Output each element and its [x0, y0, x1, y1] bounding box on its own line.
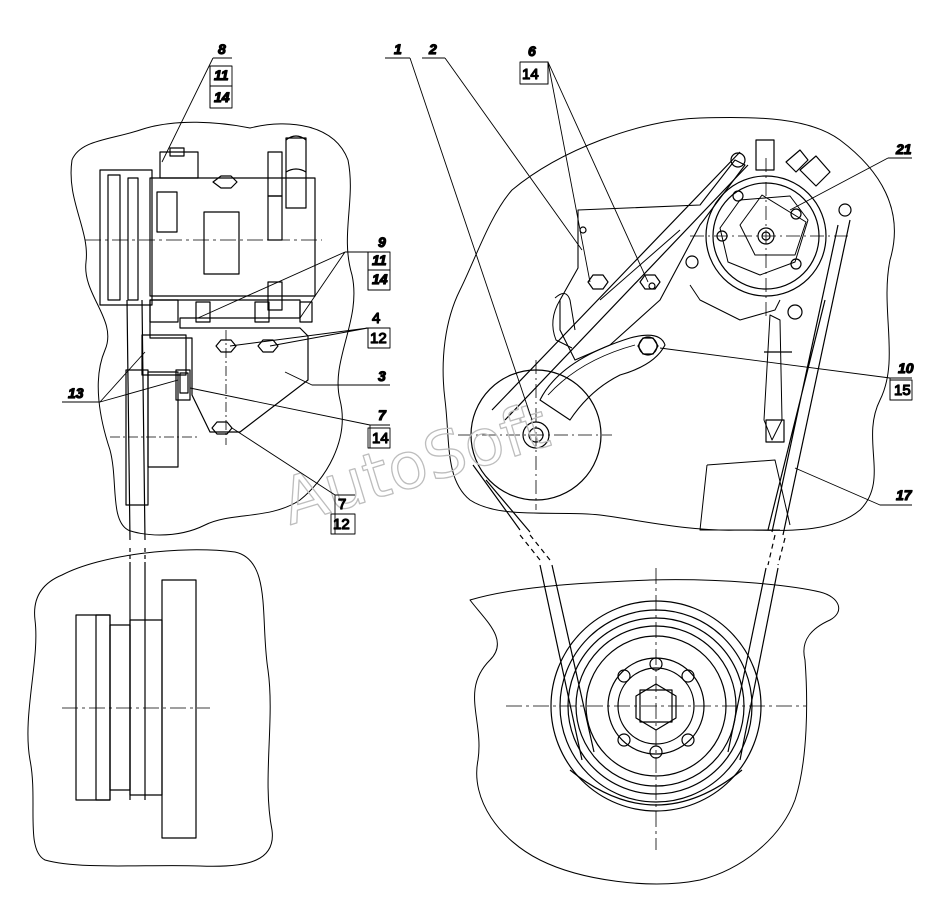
callout-14-mid: 14 — [372, 271, 388, 287]
callout-14-top: 14 — [214, 89, 230, 105]
right-front-view — [442, 116, 895, 885]
callout-11-mid: 11 — [372, 252, 387, 268]
callout-9: 9 — [378, 234, 386, 250]
callout-7-mid: 7 — [378, 407, 387, 423]
callout-12-low: 12 — [333, 516, 350, 533]
compressor-window — [203, 211, 240, 275]
callout-7-low: 7 — [338, 496, 346, 513]
left-upper-outline — [70, 121, 355, 536]
tensioner-arm — [539, 334, 666, 421]
callout-14-lower: 14 — [372, 430, 389, 447]
belt-side-upper — [126, 299, 146, 541]
callout-1: 1 — [394, 41, 402, 57]
belt-front-left — [472, 151, 749, 533]
compressor-pulley — [99, 169, 153, 306]
compressor-body — [149, 177, 316, 297]
callout-8: 8 — [218, 41, 226, 57]
callout-13: 13 — [68, 385, 84, 401]
callout-2: 2 — [428, 41, 437, 57]
belt-side-lower — [129, 562, 146, 800]
left-side-view — [27, 121, 355, 867]
callout-4: 4 — [372, 310, 380, 327]
callout-15: 15 — [894, 382, 911, 399]
callout-21: 21 — [895, 141, 912, 157]
callout-14-right: 14 — [522, 66, 539, 83]
callout-10: 10 — [898, 360, 914, 376]
bracket-front — [559, 159, 746, 361]
crank-pulley-side — [75, 614, 111, 801]
left-lower-outline — [27, 549, 273, 867]
right-upper-outline — [442, 116, 895, 531]
mounting-bracket — [149, 299, 309, 433]
callout-6: 6 — [528, 43, 536, 59]
callout-3: 3 — [378, 368, 386, 384]
right-lower-outline — [469, 579, 840, 885]
crank-pulley-front — [506, 568, 806, 850]
callout-12-mid: 12 — [370, 330, 387, 347]
callout-17: 17 — [896, 487, 913, 503]
callout-11-top: 11 — [214, 67, 229, 83]
watermark-text: AutoSoft — [273, 389, 557, 540]
belt-front-right — [767, 219, 851, 536]
